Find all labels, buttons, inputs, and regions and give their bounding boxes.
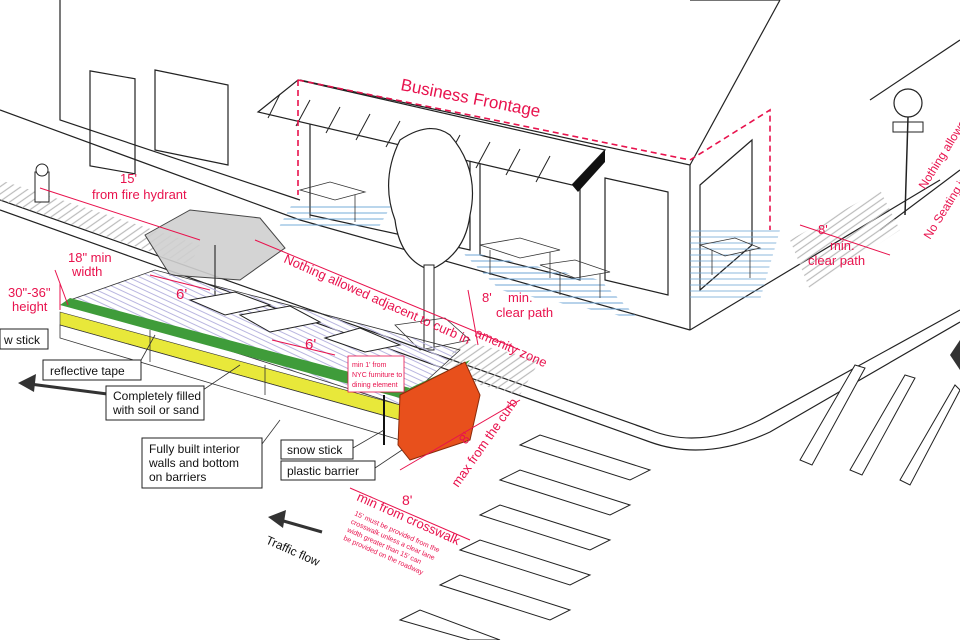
six-ft-label-2: 6'	[305, 336, 316, 353]
seating-zone-3	[690, 230, 780, 300]
callout-snow-stick: snow stick	[287, 443, 343, 457]
planter-top	[60, 298, 410, 398]
callout-walls-line1: Fully built interior	[149, 442, 240, 456]
corner-clear-num: 8'	[818, 222, 828, 237]
callout-filled-line1: Completely filled	[113, 389, 201, 403]
seating-zone-1	[277, 205, 392, 230]
furniture-note: min 1' from NYC furniture to dining elem…	[347, 355, 405, 393]
traffic-arrow-left	[18, 374, 116, 397]
callout-walls-line3: on barriers	[149, 470, 206, 484]
hydrant-distance: 15'	[120, 171, 137, 186]
corner-clear-text2: clear path	[808, 253, 865, 268]
min-width-num: 18" min	[68, 250, 112, 265]
dimension-lines	[39, 187, 891, 541]
upper-window-2	[154, 69, 229, 166]
crosswalk-num: 8'	[402, 492, 412, 508]
six-ft-label-1: 6'	[176, 286, 187, 303]
clear-path-num: 8'	[482, 290, 492, 305]
traffic-arrow-bottom	[268, 510, 323, 534]
height-text: height	[12, 299, 48, 314]
furniture-note-line1: min 1' from	[352, 362, 387, 369]
clear-path-text1: min.	[508, 290, 533, 305]
callout-reflective-tape: reflective tape	[50, 364, 125, 378]
fire-hydrant	[34, 163, 50, 203]
clear-path-text2: clear path	[496, 305, 553, 320]
upper-window	[89, 70, 136, 175]
callout-snow-stick-left: w stick	[3, 333, 41, 347]
furniture-note-line3: dining element	[352, 382, 398, 389]
seating-zone-2	[460, 250, 640, 320]
height-num: 30"-36"	[8, 285, 51, 300]
hydrant-distance-text: from fire hydrant	[92, 187, 187, 202]
furniture-note-line2: NYC furniture to	[352, 372, 402, 379]
callout-walls-line2: walls and bottom	[148, 456, 239, 470]
callouts: w stick reflective tape Completely fille…	[0, 328, 403, 489]
min-width-text: width	[71, 264, 102, 279]
sidewalk-tables	[298, 181, 762, 298]
traffic-flow-label: Traffic flow	[264, 533, 322, 569]
crosswalk	[398, 364, 960, 640]
street-sign	[892, 88, 924, 216]
door	[604, 177, 669, 296]
callout-filled-line2: with soil or sand	[112, 403, 199, 417]
barrier-planters	[59, 298, 481, 461]
traffic-arrow-right-icon	[950, 340, 960, 370]
callout-plastic-barrier: plastic barrier	[287, 464, 359, 478]
corner-clear-text1: min.	[830, 238, 855, 253]
